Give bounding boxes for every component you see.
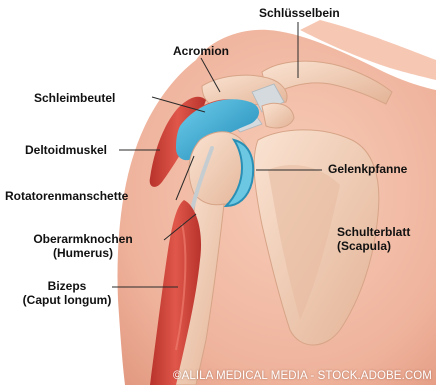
label-humerus-line2: (Humerus) xyxy=(18,246,148,260)
image-credit: ©ALILA MEDICAL MEDIA - STOCK.ADOBE.COM xyxy=(173,370,432,382)
label-humerus: Oberarmknochen (Humerus) xyxy=(18,232,148,260)
label-biceps: Bizeps (Caput longum) xyxy=(11,279,123,307)
label-scapula-line1: Schulterblatt xyxy=(337,225,410,239)
label-scapula-line2: (Scapula) xyxy=(337,239,410,253)
label-scapula: Schulterblatt (Scapula) xyxy=(337,225,410,253)
label-humerus-line1: Oberarmknochen xyxy=(18,232,148,246)
label-deltoid: Deltoidmuskel xyxy=(25,143,107,157)
label-biceps-line2: (Caput longum) xyxy=(11,293,123,307)
label-acromion: Acromion xyxy=(173,44,229,58)
label-biceps-line1: Bizeps xyxy=(11,279,123,293)
label-rotator-cuff: Rotatorenmanschette xyxy=(5,189,128,203)
label-glenoid: Gelenkpfanne xyxy=(328,162,407,176)
label-bursa: Schleimbeutel xyxy=(34,91,115,105)
label-clavicle: Schlüsselbein xyxy=(259,6,340,20)
